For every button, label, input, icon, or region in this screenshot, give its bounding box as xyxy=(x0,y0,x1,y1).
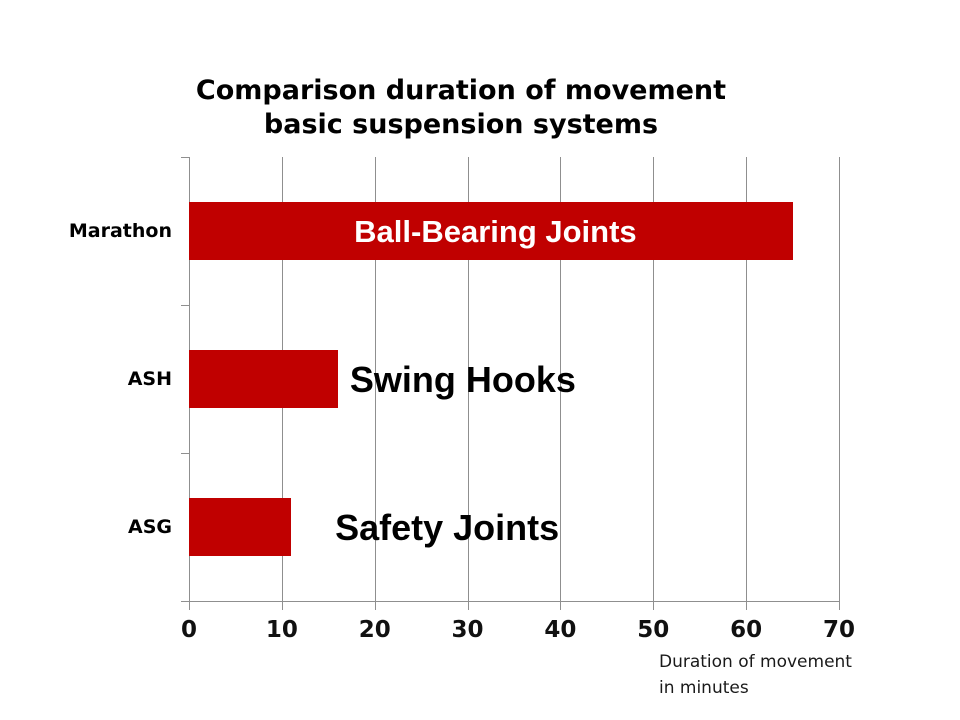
y-tick-3 xyxy=(181,601,189,602)
category-label-asg: ASG xyxy=(128,516,172,538)
category-label-marathon: Marathon xyxy=(68,220,172,242)
x-tick-label-10: 10 xyxy=(265,617,298,643)
x-tick-label-70: 70 xyxy=(822,617,856,643)
x-tick-label-50: 50 xyxy=(637,617,670,643)
x-tick-70 xyxy=(839,601,840,610)
gridline-70 xyxy=(839,157,840,601)
chart-title: Comparison duration of movement basic su… xyxy=(0,74,922,142)
gridline-40 xyxy=(560,157,562,601)
x-tick-label-0: 0 xyxy=(180,617,198,643)
x-tick-30 xyxy=(467,601,469,610)
x-tick-40 xyxy=(560,601,562,610)
gridline-20 xyxy=(374,157,376,601)
chart-title-line-2: basic suspension systems xyxy=(263,109,659,140)
y-tick-2 xyxy=(181,453,189,454)
x-axis-label-line-2: in minutes xyxy=(659,678,749,698)
gridline-60 xyxy=(746,157,748,601)
category-label-ash: ASH xyxy=(127,368,172,390)
chart-title-line-1: Comparison duration of movement xyxy=(195,75,727,106)
bar-ash xyxy=(189,350,338,408)
x-tick-60 xyxy=(746,601,748,610)
x-tick-0 xyxy=(189,601,190,610)
gridline-30 xyxy=(467,157,469,601)
x-tick-label-30: 30 xyxy=(451,617,484,643)
x-tick-label-60: 60 xyxy=(730,617,763,643)
x-axis-line xyxy=(189,601,839,602)
bar-annotation-marathon: Ball-Bearing Joints xyxy=(354,214,637,249)
bar-annotation-ash: Swing Hooks xyxy=(349,359,576,400)
x-tick-label-40: 40 xyxy=(544,617,577,643)
gridline-50 xyxy=(653,157,655,601)
x-axis-label-line-1: Duration of movement xyxy=(659,652,852,672)
x-tick-50 xyxy=(653,601,655,610)
x-axis-label: Duration of movement in minutes xyxy=(659,649,852,701)
x-tick-label-20: 20 xyxy=(358,617,391,643)
y-tick-0 xyxy=(181,157,189,158)
x-tick-10 xyxy=(281,601,283,610)
y-tick-1 xyxy=(181,305,189,306)
bar-asg xyxy=(189,498,292,556)
x-tick-20 xyxy=(374,601,376,610)
bar-annotation-asg: Safety Joints xyxy=(335,507,560,548)
bar-marathon xyxy=(189,202,793,260)
